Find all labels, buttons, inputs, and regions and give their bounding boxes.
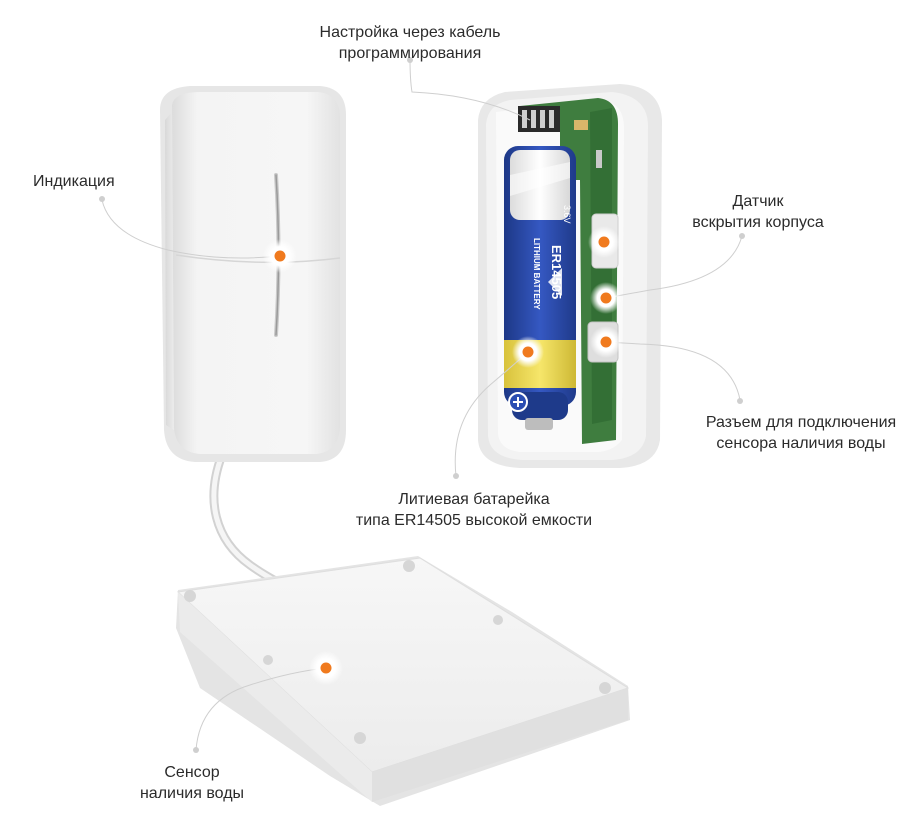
callout-tamper-line1: Датчик bbox=[732, 193, 784, 210]
battery-hotspot-icon[interactable] bbox=[512, 336, 544, 368]
callout-battery-line2: типа ER14505 высокой емкости bbox=[355, 512, 593, 529]
callout-tamper: Датчик вскрытия корпуса bbox=[680, 191, 836, 233]
callout-indication: Индикация bbox=[33, 171, 115, 192]
programming-hotspot-icon[interactable] bbox=[590, 282, 622, 314]
callout-connector-line2: сенсора наличия воды bbox=[716, 435, 886, 452]
closed-device bbox=[160, 86, 346, 462]
battery-type-text: LITHIUM BATTERY bbox=[532, 238, 541, 310]
callout-sensor-line2: наличия воды bbox=[139, 785, 245, 802]
tamper-hotspot-icon[interactable] bbox=[588, 226, 620, 258]
callout-battery-line1: Литиевая батарейка bbox=[398, 491, 550, 508]
callout-battery: Литиевая батарейка типа ER14505 высокой … bbox=[336, 489, 612, 531]
battery-voltage-text: 3.6V bbox=[562, 205, 572, 224]
callout-programming-line1: Настройка через кабель bbox=[319, 24, 501, 41]
callout-tamper-line2: вскрытия корпуса bbox=[692, 214, 824, 231]
callout-sensor-line1: Сенсор bbox=[164, 764, 220, 781]
battery: ER14505 3.6V LITHIUM BATTERY bbox=[504, 146, 576, 430]
callout-sensor: Сенсор наличия воды bbox=[124, 762, 260, 804]
callout-programming-line2: программирования bbox=[338, 45, 482, 62]
callout-programming: Настройка через кабель программирования bbox=[292, 22, 528, 64]
connector-hotspot-icon[interactable] bbox=[590, 326, 622, 358]
indication-hotspot-icon[interactable] bbox=[263, 239, 297, 273]
open-device: ER14505 3.6V LITHIUM BATTERY bbox=[478, 84, 662, 468]
leader-lines bbox=[101, 57, 743, 751]
callout-indication-line1: Индикация bbox=[33, 173, 115, 190]
water-sensor-plate bbox=[176, 556, 630, 806]
hotspot-markers bbox=[263, 226, 622, 685]
sensor-hotspot-icon[interactable] bbox=[309, 651, 343, 685]
callout-connector: Разъем для подключения сенсора наличия в… bbox=[688, 412, 914, 454]
programming-connector bbox=[518, 106, 560, 132]
callout-connector-line1: Разъем для подключения bbox=[705, 414, 897, 431]
